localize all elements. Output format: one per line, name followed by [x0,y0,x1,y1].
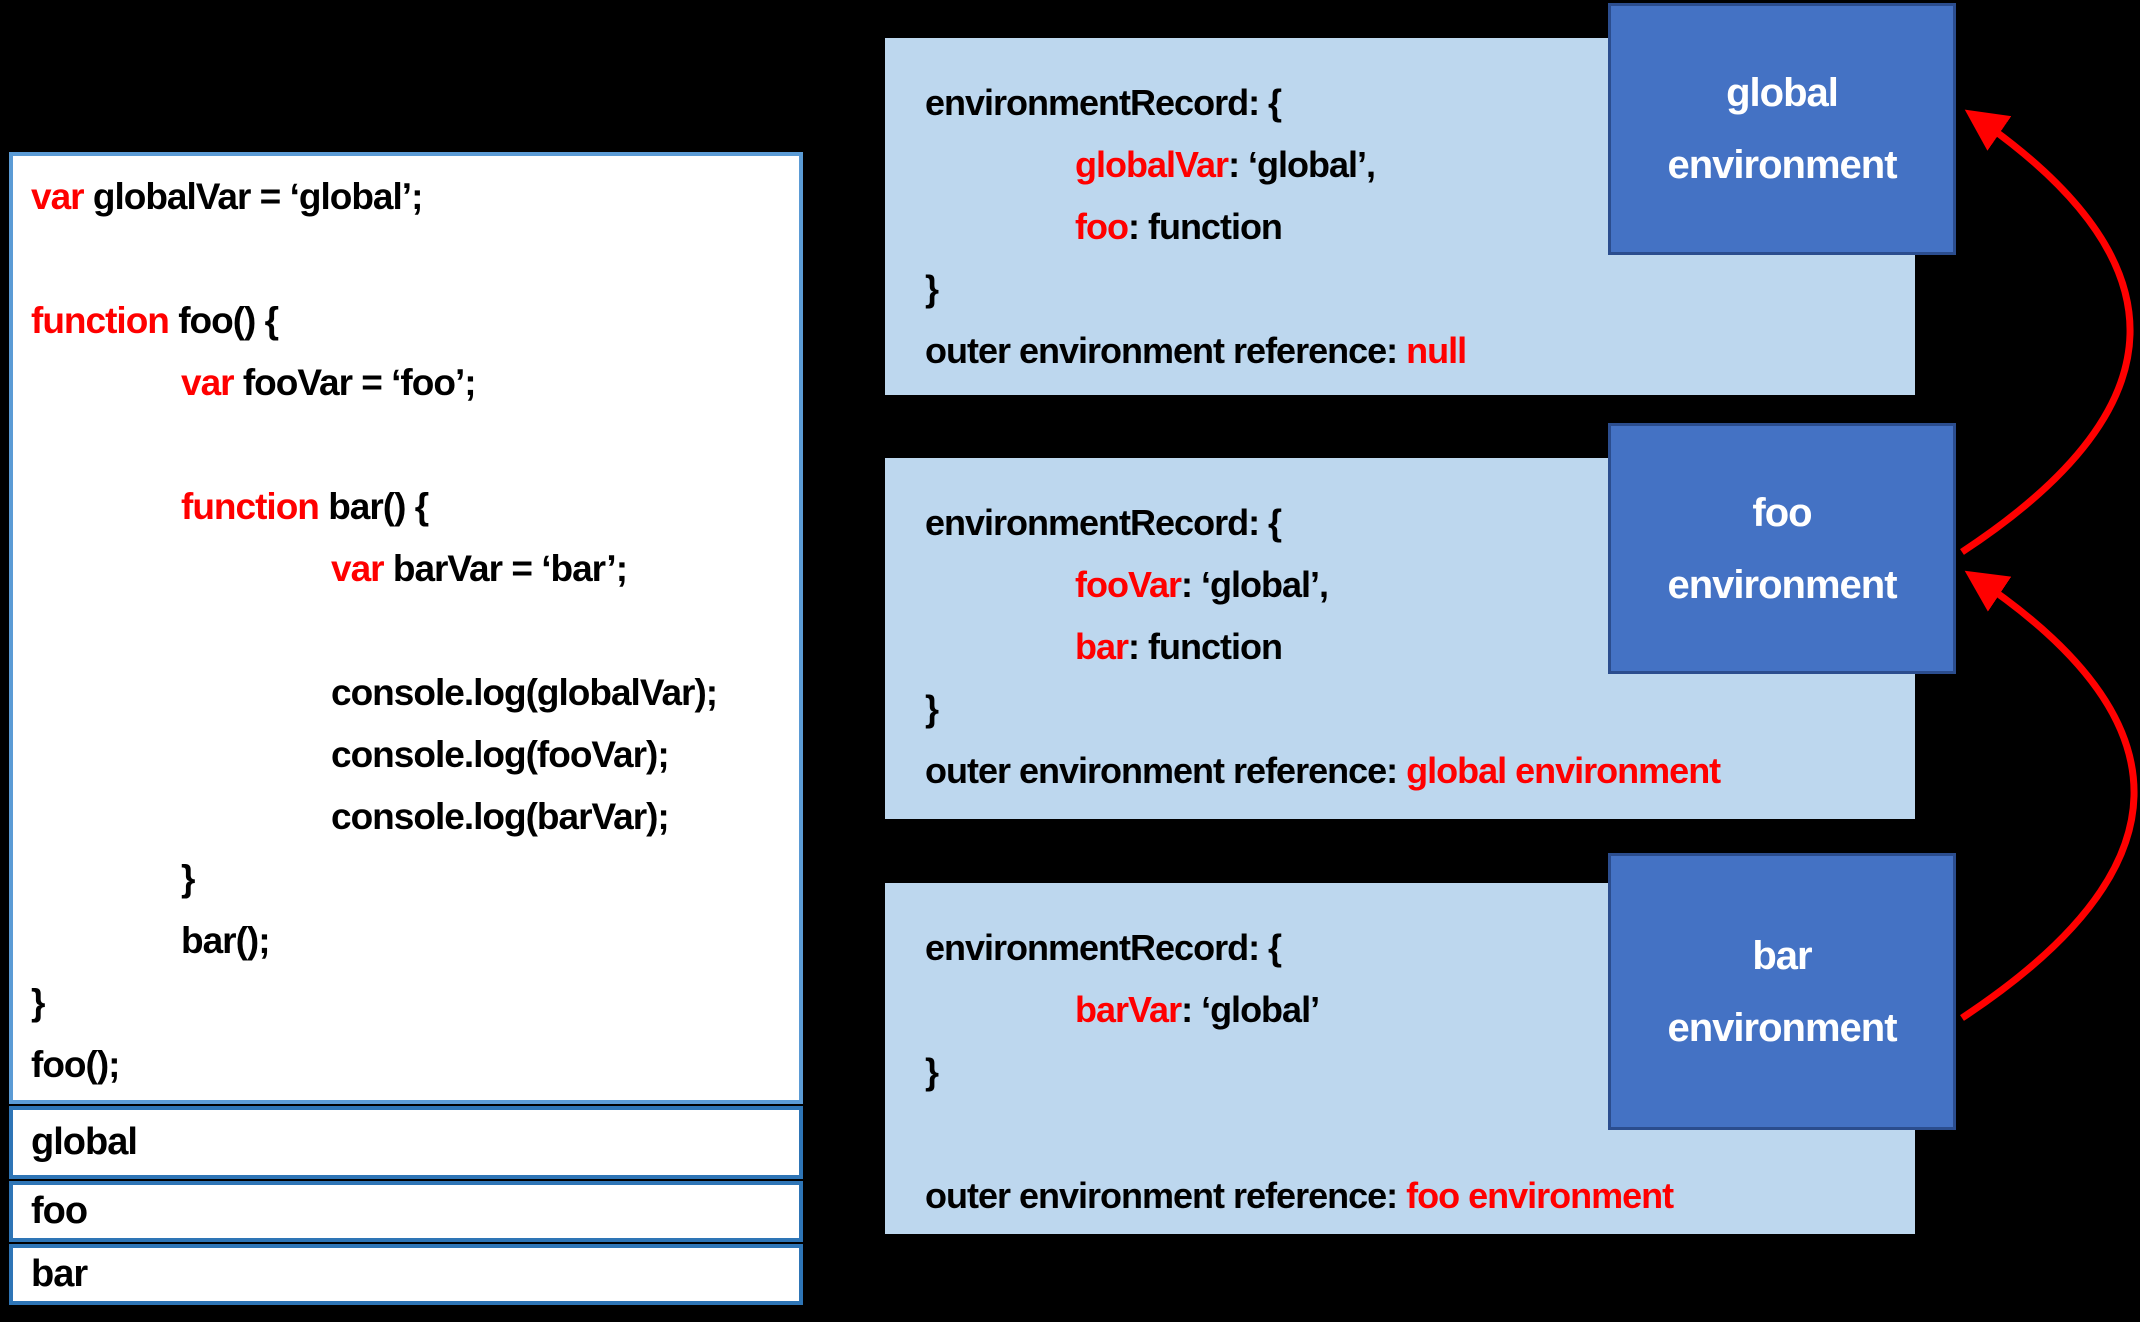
console-output-row-foo: foo [9,1181,803,1242]
code-line-10-text: console.log(fooVar); [331,734,670,775]
global-environment-label-box: global environment [1608,3,1956,255]
bar-record-line-2: barVar: ‘global’ [925,979,1915,1041]
code-line-15: foo(); [31,1034,799,1096]
foo-record-line-5: outer environment reference: global envi… [925,740,1915,802]
code-line-3-keyword: function [31,300,179,341]
global-record-line-3: foo: function [925,196,1915,258]
code-line-11-text: console.log(barVar); [331,796,670,837]
code-line-3-text: foo() { [178,300,279,341]
code-panel: var globalVar = ‘global’; function foo() … [9,152,803,1104]
foo-record-line-1-text: environmentRecord: { [925,502,1282,543]
foo-environment-label-line-2: environment [1667,562,1897,607]
console-output-row-bar: bar [9,1244,803,1305]
console-output-row-global: global [9,1106,803,1179]
foo-record-line-2: fooVar: ‘global’, [925,554,1915,616]
code-line-7-keyword: var [331,548,393,589]
foo-record-line-5-text: outer environment reference: [925,750,1407,791]
code-line-14: } [31,972,799,1034]
bar-record-line-3: } [925,1041,1915,1103]
console-output-value: bar [31,1253,88,1295]
bar-record-line-3-text: } [925,1051,939,1092]
code-line-4-keyword: var [181,362,243,403]
code-line-3: function foo() { [31,290,799,352]
code-line-7-text: barVar = ‘bar’; [392,548,628,589]
global-record-line-2-keyword: globalVar [1075,144,1229,185]
code-line-2 [31,228,799,290]
arrow-bar-to-foo-environment [1960,570,2138,1021]
code-line-13: bar(); [31,910,799,972]
global-record-line-4-text: } [925,268,939,309]
code-line-6-keyword: function [181,486,329,527]
global-environment-label-line-1: global [1726,71,1839,115]
foo-record-line-2-text: : ‘global’, [1181,564,1329,605]
global-environment-label-line-2: environment [1667,143,1897,187]
code-line-10: console.log(fooVar); [31,724,799,786]
code-line-12-text: } [181,858,195,899]
bar-record-line-5: outer environment reference: foo environ… [925,1165,1915,1227]
bar-environment-label-box: bar environment [1608,853,1956,1130]
bar-environment-label-line-1: bar [1752,933,1812,978]
code-line-6-text: bar() { [328,486,429,527]
bar-record-line-1: environmentRecord: { [925,917,1915,979]
global-record-line-5-text: outer environment reference: [925,330,1407,371]
code-line-15-text: foo(); [31,1044,120,1085]
global-record-line-2-text: : ‘global’, [1228,144,1376,185]
foo-environment-label-box: foo environment [1608,423,1956,674]
code-line-4-text: fooVar = ‘foo’; [242,362,477,403]
foo-record-line-5-keyword: global environment [1406,750,1721,791]
foo-record-line-3-text: : function [1128,626,1283,667]
global-record-line-1-text: environmentRecord: { [925,82,1282,123]
global-record-line-3-keyword: foo [1075,206,1129,247]
environment-record-box-bar: environmentRecord: { barVar: ‘global’} out… [885,883,1915,1234]
code-line-9: console.log(globalVar); [31,662,799,724]
code-line-7: var barVar = ‘bar’; [31,538,799,600]
foo-record-line-4: } [925,678,1915,740]
bar-environment-label-line-2: environment [1667,1005,1897,1050]
console-output-value: foo [31,1190,88,1232]
bar-record-line-5-keyword: foo environment [1406,1175,1674,1216]
global-record-line-5-keyword: null [1406,330,1467,371]
bar-record-line-2-keyword: barVar [1075,989,1182,1030]
global-record-line-4: } [925,258,1915,320]
bar-record-line-1-text: environmentRecord: { [925,927,1282,968]
code-line-5 [31,414,799,476]
code-line-11: console.log(barVar); [31,786,799,848]
bar-record-line-2-text: : ‘global’ [1181,989,1320,1030]
global-record-line-2: globalVar: ‘global’, [925,134,1915,196]
code-line-1: var globalVar = ‘global’; [31,166,799,228]
foo-record-line-3: bar: function [925,616,1915,678]
global-record-line-1: environmentRecord: { [925,72,1915,134]
foo-record-line-3-keyword: bar [1075,626,1129,667]
console-output-value: global [31,1121,138,1163]
bar-record-line-5-text: outer environment reference: [925,1175,1407,1216]
code-line-9-text: console.log(globalVar); [331,672,718,713]
code-line-8 [31,600,799,662]
foo-record-line-4-text: } [925,688,939,729]
code-line-1-keyword: var [31,176,93,217]
code-line-4: var fooVar = ‘foo’; [31,352,799,414]
arrow-foo-to-global-environment [1960,109,2134,555]
code-line-6: function bar() { [31,476,799,538]
code-line-12: } [31,848,799,910]
foo-record-line-2-keyword: fooVar [1075,564,1182,605]
global-record-line-3-text: : function [1127,206,1283,247]
code-line-13-text: bar(); [181,920,271,961]
foo-environment-label-line-1: foo [1752,490,1812,535]
global-record-line-5: outer environment reference: null [925,320,1915,382]
code-line-14-text: } [31,982,45,1023]
foo-record-line-1: environmentRecord: { [925,492,1915,554]
code-line-1-text: globalVar = ‘global’; [92,176,424,217]
